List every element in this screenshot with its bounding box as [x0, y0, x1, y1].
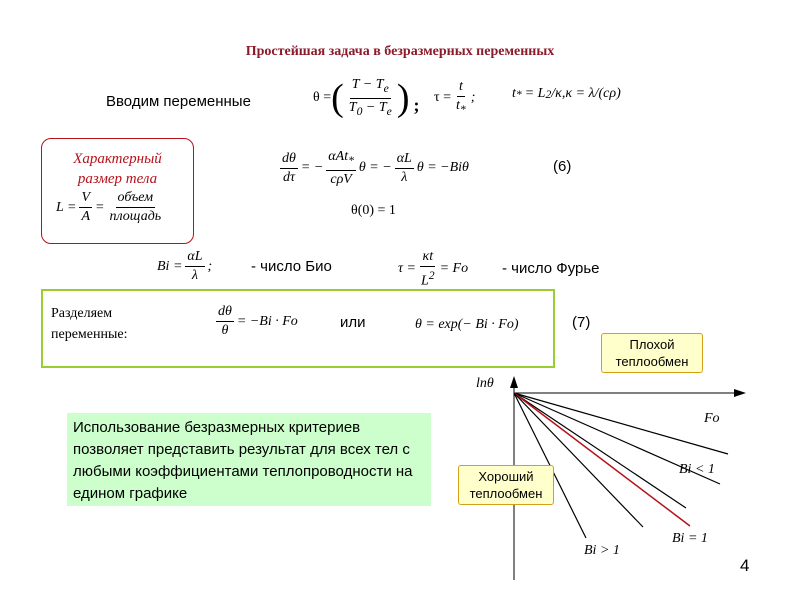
or-label: или [340, 314, 366, 331]
bi-label: - число Био [251, 258, 332, 275]
x-axis-label: Fo [703, 411, 720, 426]
exp-formula: θ = exp(− Bi · Fo) [415, 317, 519, 332]
tau-definition: τ = t t* ; [434, 78, 476, 116]
fo-label: - число Фурье [502, 260, 600, 277]
theta-den: T [348, 99, 357, 115]
char-size-line2: размер тела [77, 171, 158, 187]
theta-num: T − T [351, 76, 384, 92]
note-box: Использование безразмерных критериев поз… [67, 413, 431, 506]
initial-condition: θ(0) = 1 [351, 203, 396, 218]
bi-less-label: Bi < 1 [679, 462, 715, 477]
left-paren: ( [331, 77, 344, 119]
separate-line1: Разделяем [51, 306, 113, 321]
graph-line-1 [513, 392, 729, 455]
graph-line-2 [513, 392, 721, 485]
theta-lhs: θ = [313, 90, 332, 105]
separate-line2: переменные: [51, 327, 128, 342]
theta-semicolon: ; [413, 94, 420, 115]
y-axis-label: lnθ [476, 376, 494, 391]
graph-line-4 [513, 392, 644, 528]
equation-number-6: (6) [553, 158, 572, 175]
char-size-line1: Характерный [73, 151, 162, 167]
page-title: Простейшая задача в безразмерных перемен… [245, 44, 555, 59]
graph-line-3 [513, 392, 687, 509]
ln-theta-fo-graph: lnθ Fo Bi < 1 Bi = 1 Bi > 1 [476, 376, 746, 580]
x-axis-arrow [734, 389, 746, 397]
bi-equal-label: Bi = 1 [672, 531, 708, 546]
graph-line-bi-1 [513, 392, 691, 527]
bad-exchange-label: Плохой теплообмен [601, 333, 703, 373]
theta-definition: θ = ( T − Te T0 − Te ) ; [313, 76, 420, 119]
page-number: 4 [740, 556, 750, 575]
theta-num-sub: e [383, 81, 389, 95]
good-exchange-label: Хороший теплообмен [458, 465, 554, 505]
right-paren: ) [396, 77, 410, 119]
y-axis-arrow [510, 376, 518, 388]
equation-number-7: (7) [572, 314, 591, 331]
bi-greater-label: Bi > 1 [584, 543, 620, 558]
intro-label: Вводим переменные [106, 93, 251, 110]
